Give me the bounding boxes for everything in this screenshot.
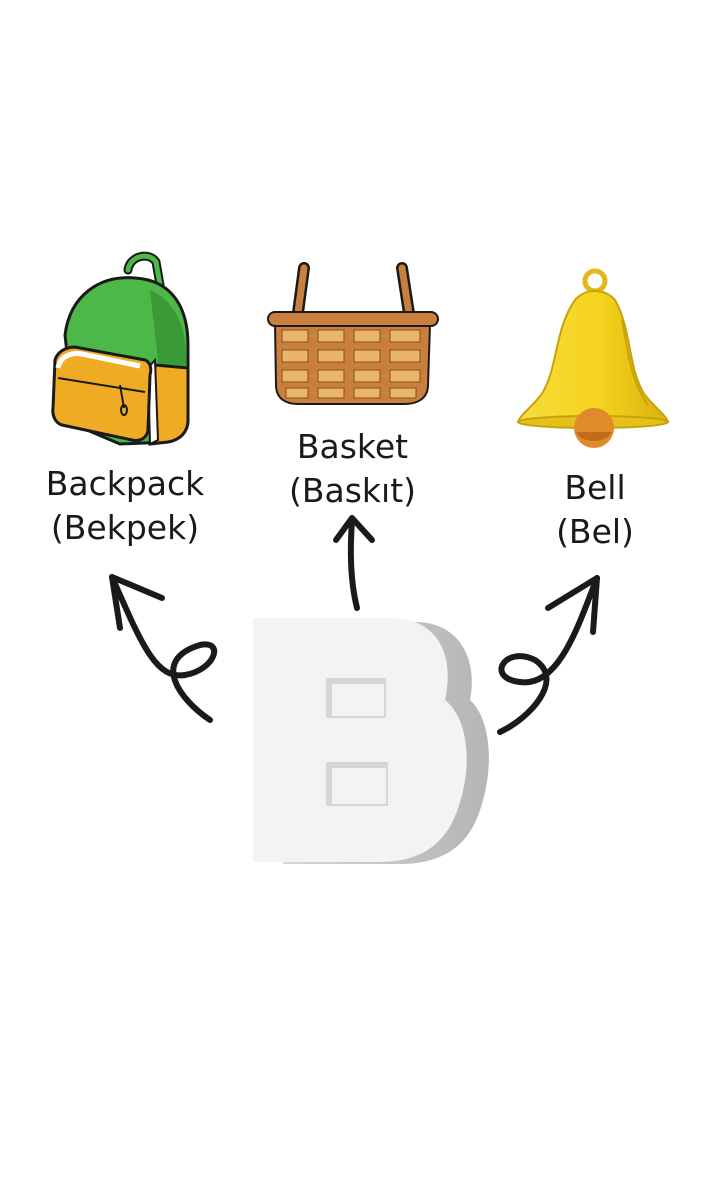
word-bell: Bell: [564, 468, 626, 507]
arrow-backpack-head: [109, 574, 165, 631]
word-backpack: Backpack: [45, 464, 205, 503]
pronunciation-basket: (Baskıt): [288, 471, 417, 510]
backpack-icon: [51, 251, 190, 446]
word-basket: Basket: [296, 427, 409, 466]
bell-icon: [516, 268, 670, 448]
arrow-backpack: [109, 574, 218, 723]
arrow-bell-head: [545, 575, 600, 635]
letter-b: [253, 618, 489, 864]
pronunciation-bell: (Bel): [556, 512, 634, 551]
label-bell: Bell (Bel): [515, 466, 675, 554]
arrow-basket-head: [333, 515, 375, 543]
basket-icon: [267, 262, 439, 405]
label-basket: Basket (Baskıt): [250, 425, 455, 513]
label-backpack: Backpack (Bekpek): [20, 462, 230, 550]
arrow-bell: [497, 575, 600, 735]
pronunciation-backpack: (Bekpek): [50, 508, 200, 547]
arrow-basket: [347, 517, 360, 611]
